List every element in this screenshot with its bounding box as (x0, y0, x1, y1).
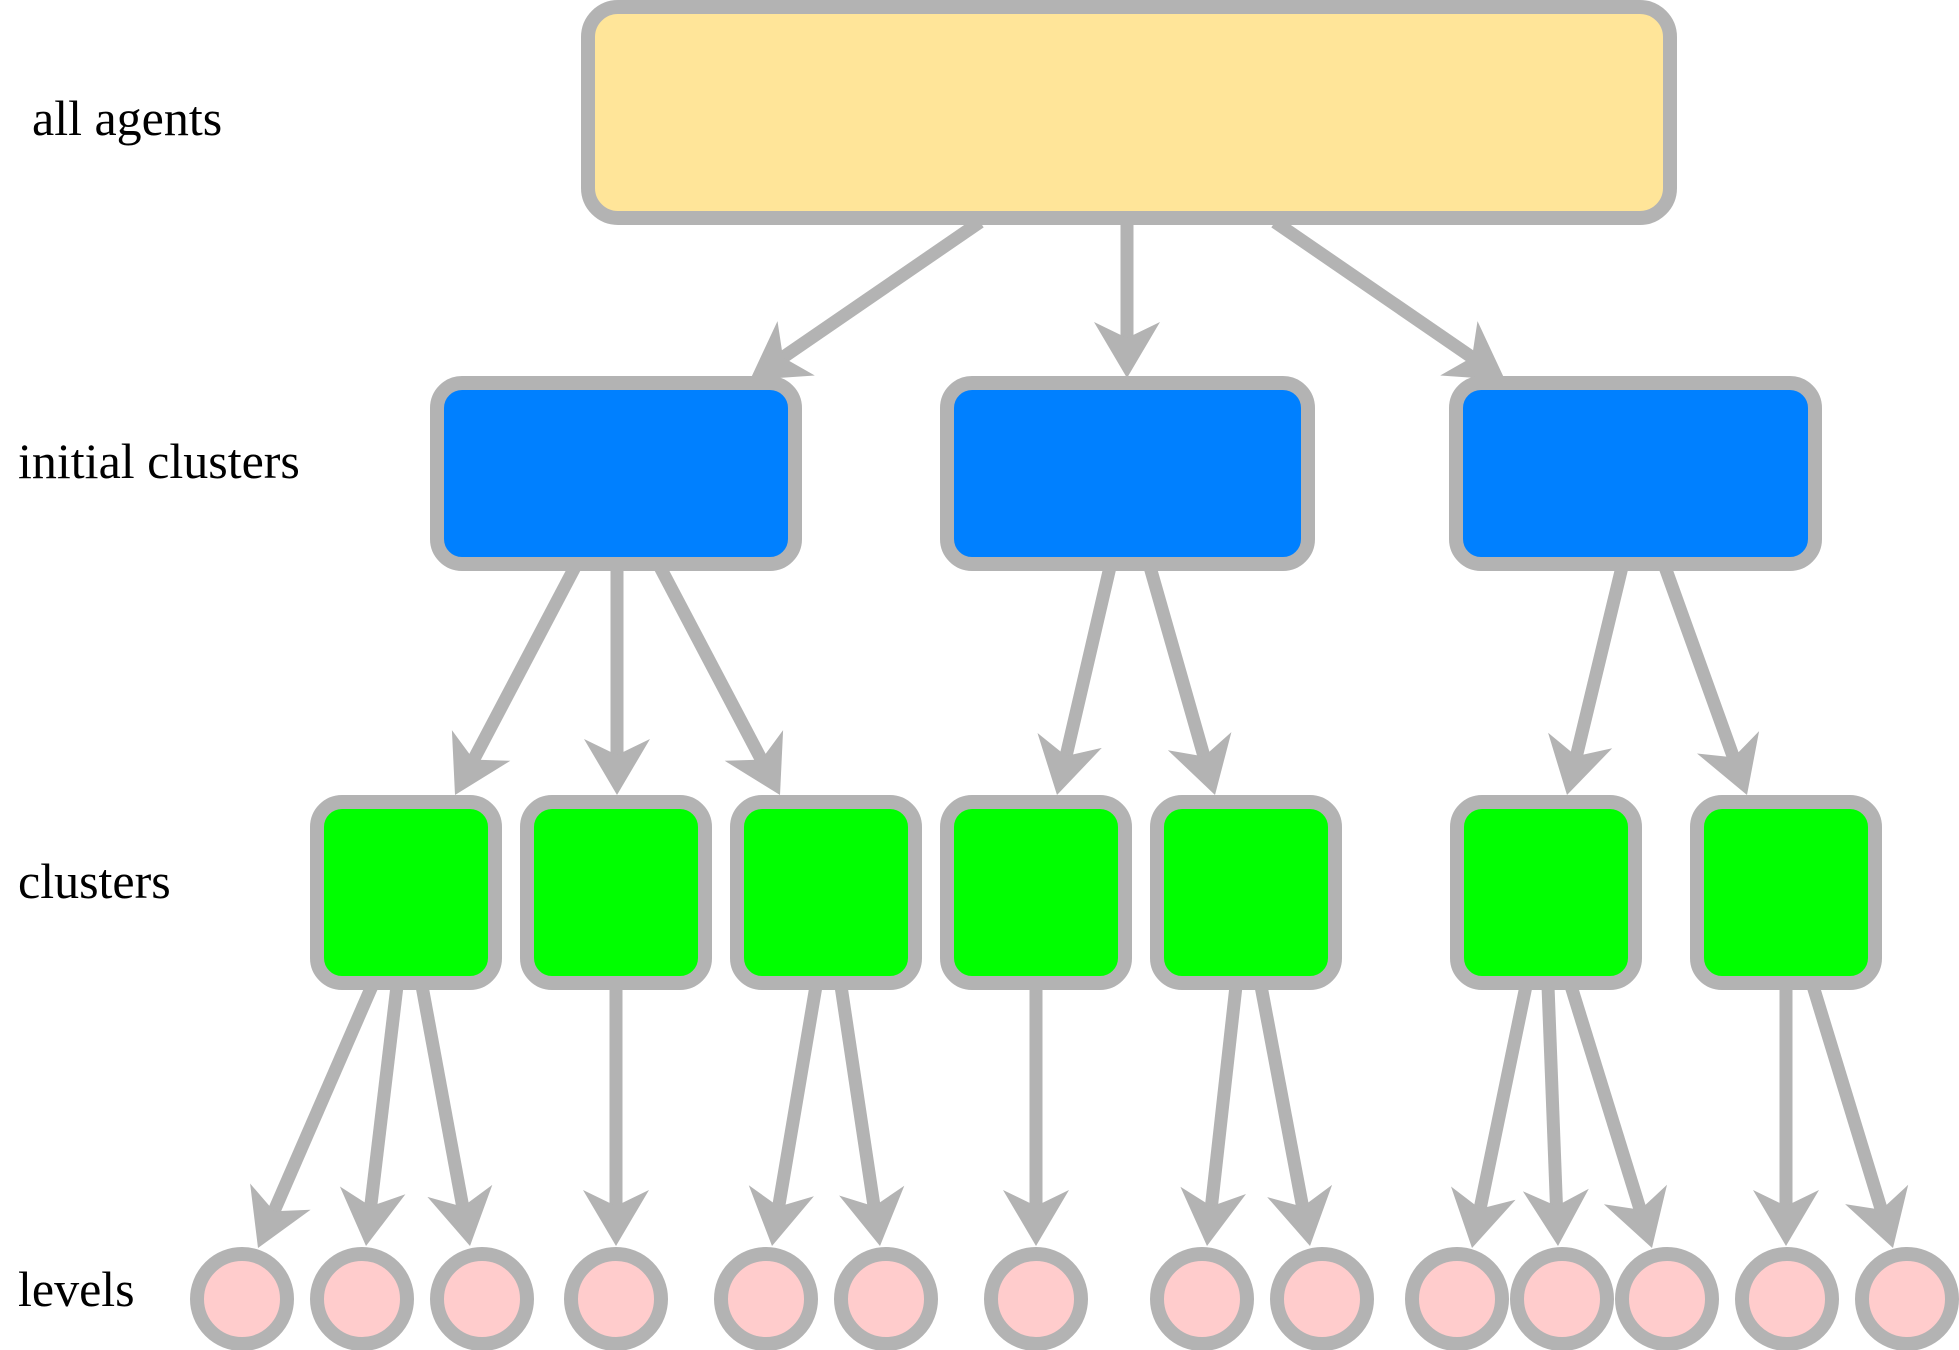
arrowhead (724, 730, 784, 795)
level-node (1615, 1247, 1719, 1350)
edge-line (1658, 564, 1741, 764)
arrowhead (1094, 322, 1160, 378)
level-node (984, 1247, 1088, 1350)
edge-line (1564, 984, 1648, 1216)
edge-line (1569, 565, 1629, 762)
arrowhead (583, 1190, 649, 1246)
label-all-agents: all agents (32, 90, 222, 146)
arrowhead (748, 1185, 814, 1246)
level-node (1855, 1247, 1959, 1350)
arrowhead (1267, 1184, 1333, 1246)
cluster-box (940, 795, 1132, 990)
initial-clusters (430, 376, 1822, 571)
arrowhead (1003, 1190, 1069, 1246)
level-node (834, 1247, 938, 1350)
arrowhead (1548, 732, 1613, 795)
arrowhead (1440, 321, 1505, 380)
edge-line (1143, 565, 1212, 763)
arrowhead (1522, 1188, 1589, 1246)
arrowhead (839, 1185, 905, 1246)
arrowhead (1845, 1184, 1909, 1248)
arrowhead (1167, 732, 1232, 795)
edge-line (834, 985, 882, 1212)
cluster-box (1150, 795, 1342, 990)
arrowhead (451, 730, 511, 795)
edge-line (1271, 216, 1480, 365)
edge-line (654, 563, 769, 767)
edge-line (1541, 985, 1564, 1211)
level-node (1405, 1247, 1509, 1350)
edge-line (363, 985, 404, 1212)
all-agents-box (581, 0, 1677, 225)
arrowhead (1180, 1186, 1246, 1246)
edge-line (1254, 984, 1310, 1212)
edge-line (266, 983, 378, 1218)
label-levels: levels (18, 1261, 135, 1317)
initial-cluster-box (940, 376, 1315, 571)
level-node (310, 1247, 414, 1350)
cluster-box (1450, 795, 1642, 990)
level-node (1510, 1247, 1614, 1350)
arrowhead (1451, 1186, 1516, 1248)
cluster-box (520, 795, 712, 990)
initial-cluster-box (430, 376, 802, 571)
arrowhead (584, 739, 650, 795)
level-node (564, 1247, 668, 1350)
edge-line (1472, 984, 1533, 1215)
edge-line (1058, 565, 1117, 762)
level-node (1270, 1247, 1374, 1350)
level-node (190, 1247, 294, 1350)
arrowhead (1037, 733, 1102, 795)
edge-line (466, 563, 581, 767)
edge-line (415, 984, 470, 1212)
edge-line (775, 216, 984, 365)
cluster-box (730, 795, 922, 990)
cluster-box (310, 795, 502, 990)
edge-line (1806, 984, 1889, 1216)
level-node (1150, 1247, 1254, 1350)
edge-line (1204, 985, 1243, 1211)
arrowhead (250, 1183, 311, 1248)
level-node (714, 1247, 818, 1350)
arrowhead (427, 1184, 493, 1246)
levels (190, 1247, 1959, 1350)
edges (250, 216, 1909, 1248)
clusters (310, 795, 1882, 990)
cluster-box (1690, 795, 1882, 990)
initial-cluster-box (1449, 376, 1822, 571)
arrowhead (1603, 1184, 1667, 1248)
level-node (430, 1247, 534, 1350)
arrowhead (1753, 1190, 1819, 1246)
label-initial-clusters: initial clusters (18, 433, 300, 489)
arrowhead (1697, 731, 1760, 795)
arrowhead (339, 1186, 406, 1246)
label-clusters: clusters (18, 853, 171, 909)
edge-line (771, 984, 823, 1212)
arrowhead (750, 321, 815, 380)
level-node (1735, 1247, 1839, 1350)
